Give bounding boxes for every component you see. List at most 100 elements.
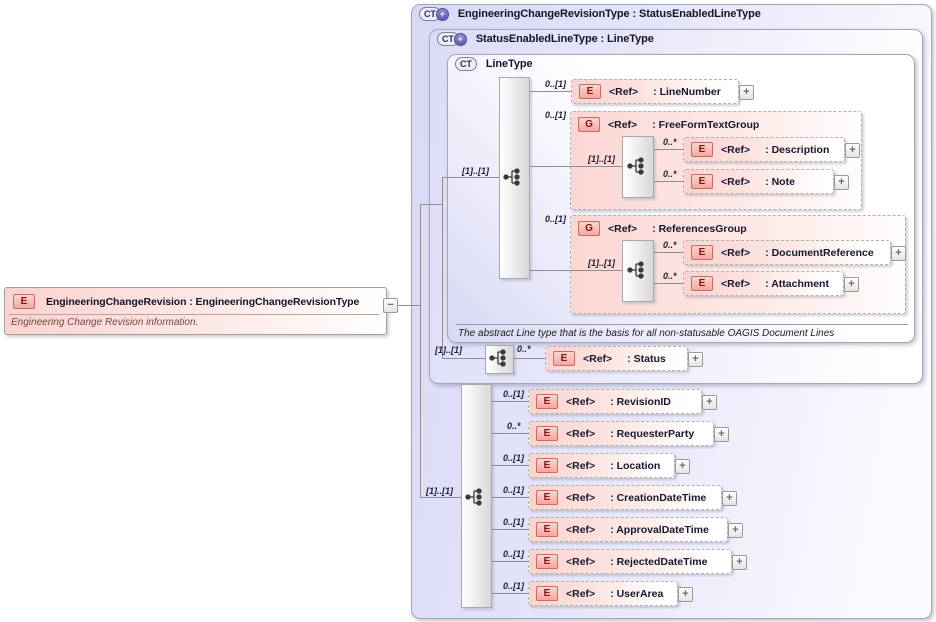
element-name: : RevisionID — [610, 395, 671, 408]
group-name: : FreeFormTextGroup — [652, 118, 760, 131]
element-userarea[interactable]: E <Ref> : UserArea — [528, 581, 678, 606]
container-title: LineType — [485, 58, 533, 70]
sequence-icon — [503, 168, 520, 186]
expand-icon[interactable] — [845, 143, 860, 158]
element-ref: <Ref> — [566, 523, 596, 536]
expand-icon[interactable] — [702, 395, 717, 410]
cardinality-label: 0..[1] — [503, 581, 525, 591]
element-linenumber[interactable]: E <Ref> : LineNumber — [571, 79, 739, 104]
element-badge: E — [691, 174, 713, 189]
cardinality-label: 0..[1] — [503, 517, 525, 527]
expand-icon[interactable] — [675, 459, 690, 474]
element-ref: <Ref> — [566, 491, 596, 504]
cardinality-label: 0..* — [507, 421, 521, 431]
cardinality-label: [1]..[1] — [462, 166, 489, 176]
connector-line — [490, 497, 528, 498]
expand-icon[interactable] — [678, 587, 693, 602]
cardinality-label: 0..[1] — [503, 485, 525, 495]
element-engineeringchangerevision[interactable]: E EngineeringChangeRevision : Engineerin… — [4, 287, 387, 335]
element-ref: <Ref> — [566, 395, 596, 408]
sequence-compositor[interactable] — [499, 77, 530, 279]
header-engineeringchangerevisiontype[interactable]: CT EngineeringChangeRevisionType : Statu… — [419, 7, 761, 21]
expand-icon[interactable] — [739, 85, 754, 100]
element-ref: <Ref> — [721, 246, 751, 259]
connector-line — [652, 283, 683, 284]
element-rejecteddatetime[interactable]: E <Ref> : RejectedDateTime — [528, 549, 732, 574]
expand-icon[interactable] — [732, 555, 747, 570]
element-ref: <Ref> — [566, 427, 596, 440]
expand-icon[interactable] — [688, 352, 703, 367]
connector-line — [512, 358, 545, 359]
cardinality-label: 0..* — [517, 344, 531, 354]
element-badge: E — [536, 490, 558, 505]
group-badge: G — [578, 117, 600, 132]
cardinality-label: 0..* — [663, 240, 677, 250]
element-ref: <Ref> — [721, 175, 751, 188]
collapse-icon[interactable] — [383, 298, 398, 313]
element-badge: E — [536, 426, 558, 441]
element-badge: E — [691, 142, 713, 157]
connector-line — [528, 270, 622, 271]
connector-line — [420, 204, 421, 498]
cardinality-label: 0..* — [663, 271, 677, 281]
element-name: : RejectedDateTime — [610, 555, 708, 568]
element-requesterparty[interactable]: E <Ref> : RequesterParty — [528, 421, 714, 446]
element-attachment[interactable]: E <Ref> : Attachment — [683, 271, 844, 296]
element-badge: E — [536, 522, 558, 537]
connector-line — [652, 252, 683, 253]
connector-line — [442, 358, 485, 359]
connector-line — [528, 91, 571, 92]
group-header-referencesgroup: G <Ref> : ReferencesGroup — [578, 221, 747, 236]
group-name: : ReferencesGroup — [652, 222, 747, 235]
element-approvaldatetime[interactable]: E <Ref> : ApprovalDateTime — [528, 517, 728, 542]
element-ref: <Ref> — [609, 85, 639, 98]
expand-icon[interactable] — [722, 491, 737, 506]
expand-icon[interactable] — [891, 246, 906, 261]
cardinality-label: 0..[1] — [545, 110, 567, 120]
element-ref: <Ref> — [583, 352, 613, 365]
element-name: : ApprovalDateTime — [610, 523, 709, 536]
element-description[interactable]: E <Ref> : Description — [683, 137, 845, 162]
sequence-icon — [465, 488, 482, 506]
element-revisionid[interactable]: E <Ref> : RevisionID — [528, 389, 702, 414]
element-name: : UserArea — [610, 587, 664, 600]
element-badge: E — [691, 276, 713, 291]
element-badge: E — [13, 294, 35, 309]
expand-icon[interactable] — [834, 175, 849, 190]
element-title: EngineeringChangeRevision : EngineeringC… — [46, 295, 360, 308]
element-name: : RequesterParty — [610, 427, 695, 440]
group-ref: <Ref> — [608, 222, 638, 235]
element-status[interactable]: E <Ref> : Status — [545, 346, 688, 371]
element-badge: E — [691, 245, 713, 260]
element-ref: <Ref> — [566, 459, 596, 472]
element-name: : Note — [765, 175, 795, 188]
complextype-derived-icon: CT — [437, 32, 467, 46]
header-statusenabledlinetype[interactable]: CT StatusEnabledLineType : LineType — [437, 32, 654, 46]
element-divider — [9, 314, 379, 315]
group-badge: G — [578, 221, 600, 236]
element-location[interactable]: E <Ref> : Location — [528, 453, 675, 478]
connector-line — [528, 166, 622, 167]
element-documentreference[interactable]: E <Ref> : DocumentReference — [683, 240, 891, 265]
element-creationdatetime[interactable]: E <Ref> : CreationDateTime — [528, 485, 722, 510]
cardinality-label: 0..[1] — [503, 549, 525, 559]
sequence-icon — [627, 157, 644, 175]
cardinality-label: 0..* — [663, 169, 677, 179]
cardinality-label: [1]..[1] — [588, 258, 615, 268]
element-ref: <Ref> — [721, 277, 751, 290]
element-name: : LineNumber — [653, 85, 721, 98]
connector-line — [490, 529, 528, 530]
sequence-compositor[interactable] — [622, 136, 654, 198]
container-title: StatusEnabledLineType : LineType — [475, 33, 654, 45]
element-title-row: E EngineeringChangeRevision : Engineerin… — [13, 294, 359, 309]
cardinality-label: 0..[1] — [503, 453, 525, 463]
expand-icon[interactable] — [844, 277, 859, 292]
group-ref: <Ref> — [608, 118, 638, 131]
expand-icon[interactable] — [714, 427, 729, 442]
expand-icon[interactable] — [728, 523, 743, 538]
header-linetype[interactable]: CT LineType — [455, 57, 533, 71]
element-badge: E — [536, 458, 558, 473]
sequence-compositor[interactable] — [622, 240, 654, 302]
element-note[interactable]: E <Ref> : Note — [683, 169, 834, 194]
